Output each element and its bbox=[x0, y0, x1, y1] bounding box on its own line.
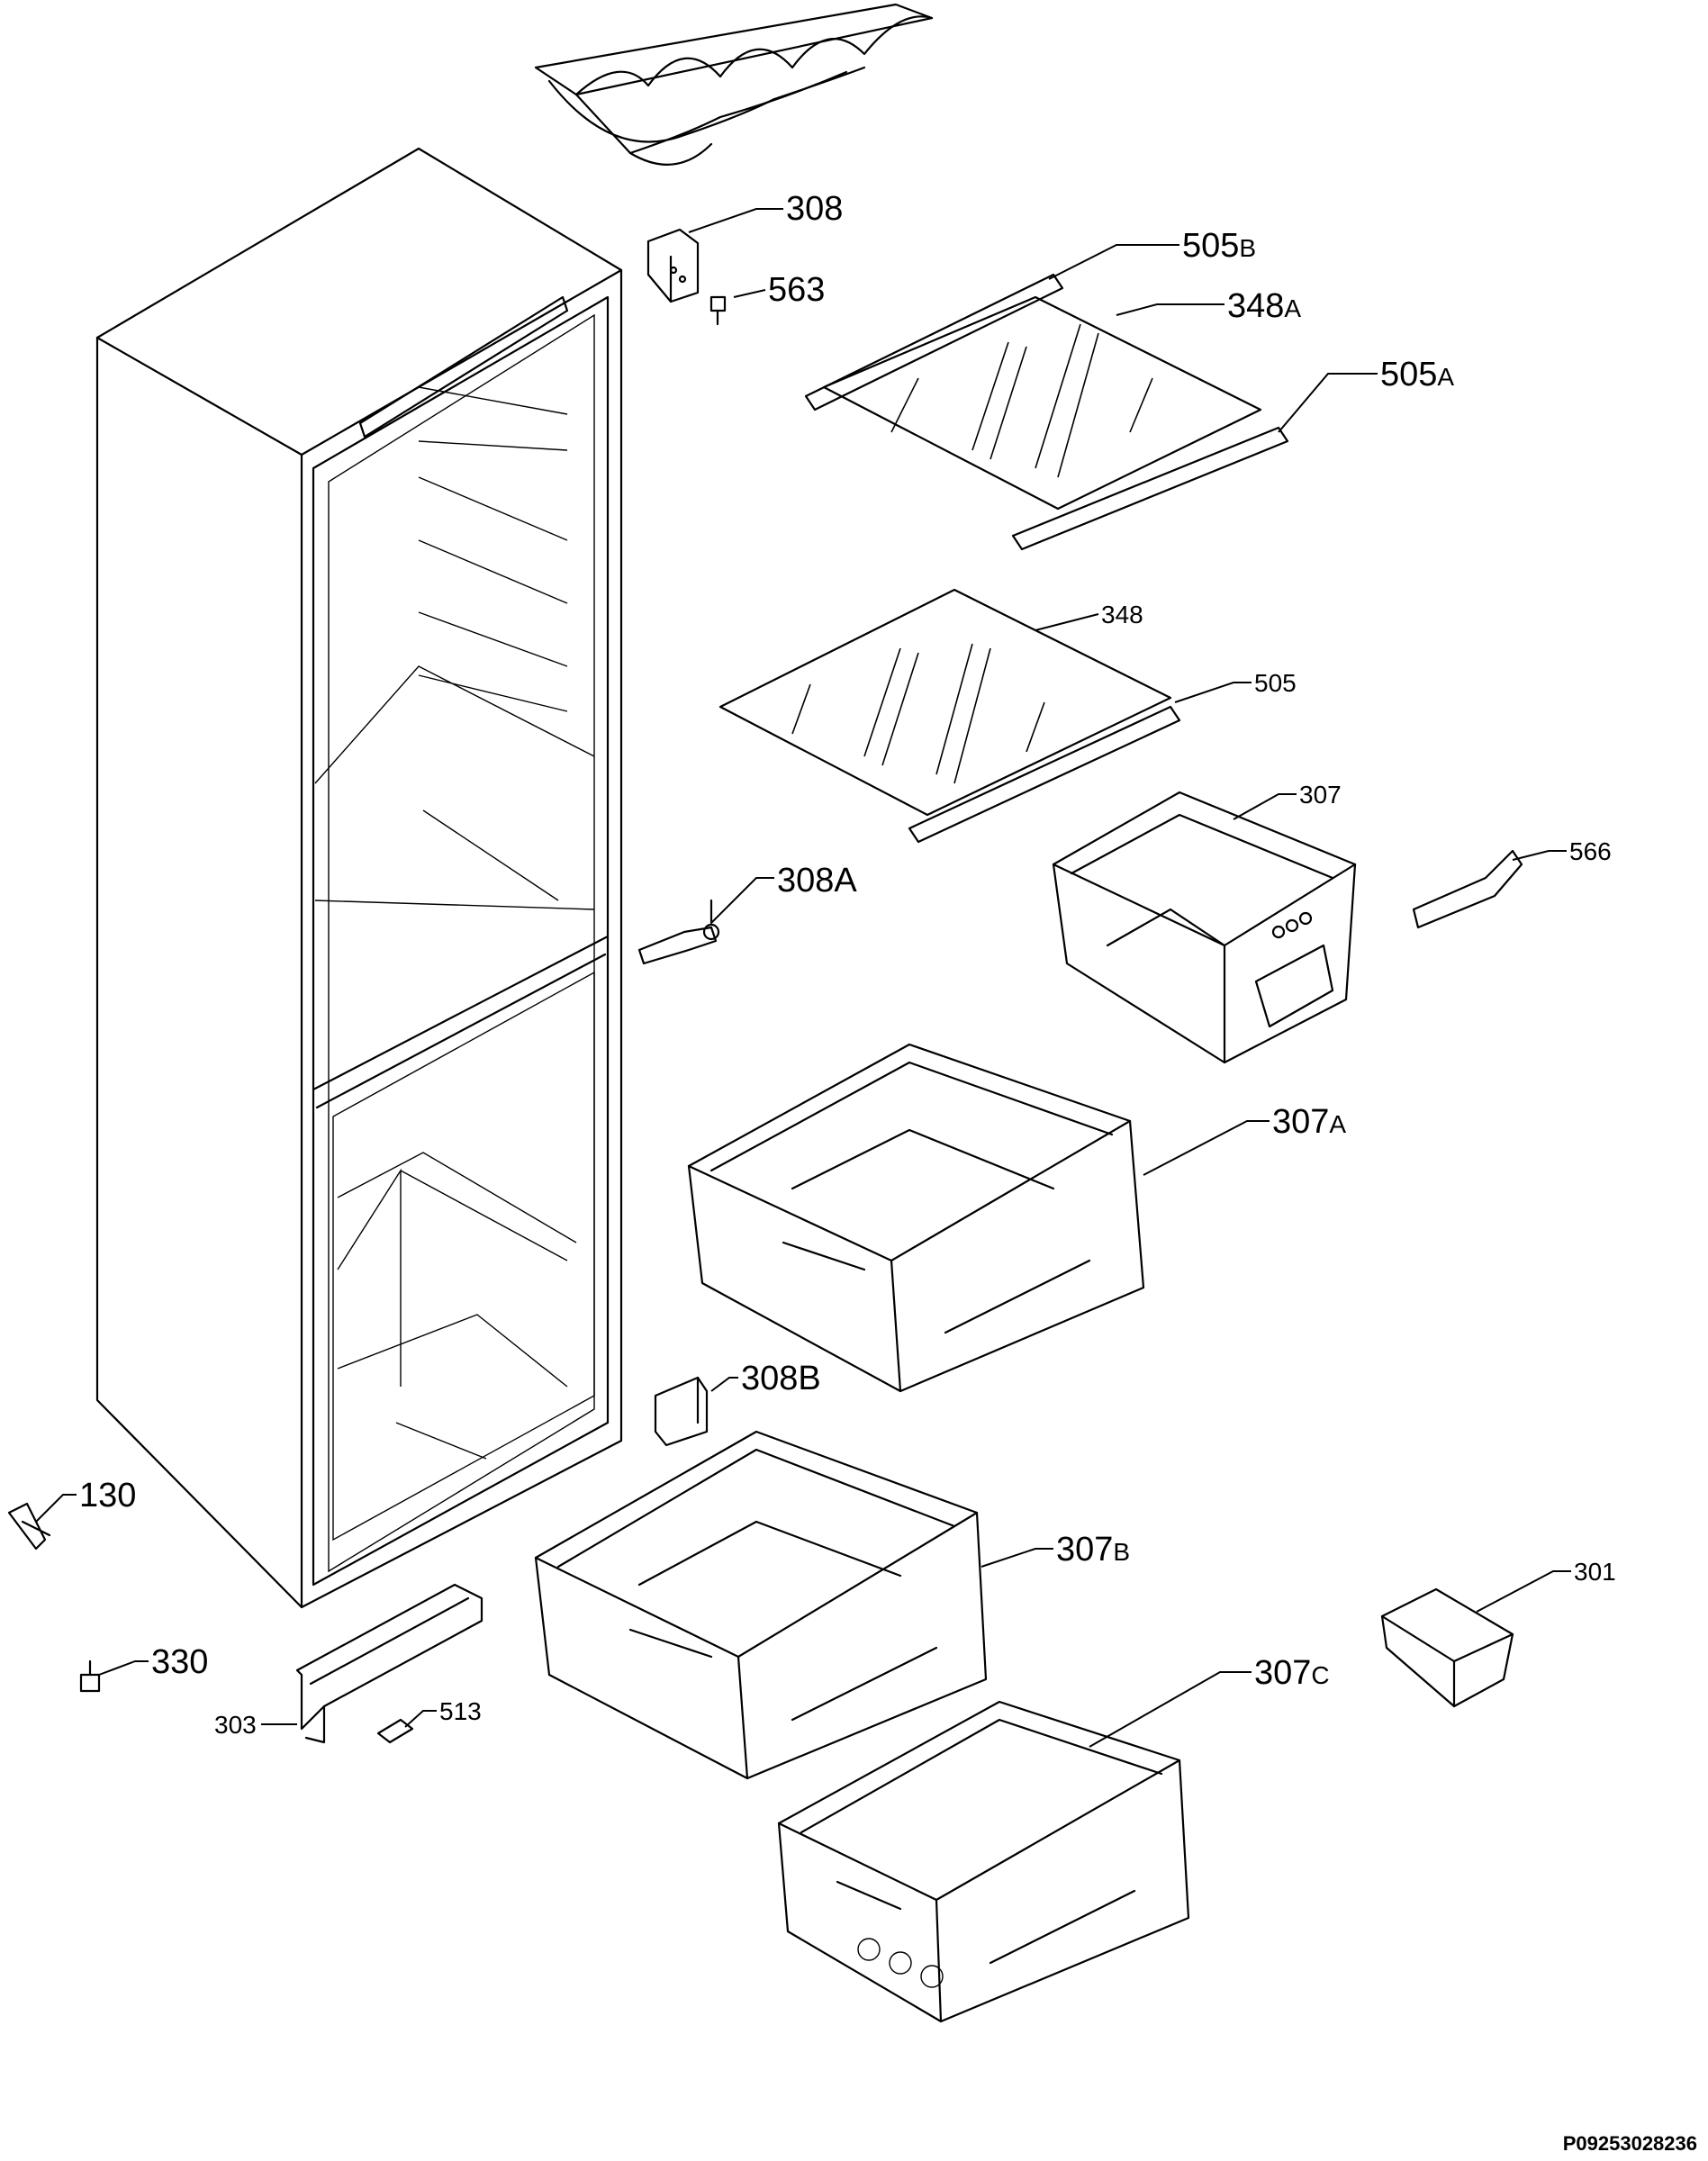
leader-lines bbox=[35, 208, 1571, 1748]
label-505b: 505B bbox=[1182, 227, 1256, 265]
label-130: 130 bbox=[79, 1477, 136, 1515]
label-505a: 505A bbox=[1380, 356, 1454, 393]
label-563: 563 bbox=[768, 271, 825, 309]
label-513: 513 bbox=[439, 1697, 482, 1725]
hinge-308b bbox=[654, 1376, 709, 1447]
freezer-drawer-307c bbox=[777, 1700, 1190, 2023]
label-303: 303 bbox=[214, 1711, 257, 1739]
label-308a: 308A bbox=[777, 862, 857, 900]
ice-tray-301 bbox=[1380, 1587, 1514, 1708]
foot-130 bbox=[7, 1502, 51, 1551]
part-566 bbox=[1412, 849, 1523, 929]
pin-563 bbox=[709, 295, 727, 326]
kickplate-303 bbox=[295, 1583, 483, 1744]
document-number: P09253028236 bbox=[1563, 2132, 1697, 2155]
label-307: 307 bbox=[1299, 781, 1342, 809]
screw-330 bbox=[79, 1659, 101, 1693]
crisper-307 bbox=[1052, 791, 1357, 1064]
fridge-cabinet bbox=[95, 147, 623, 1609]
label-505: 505 bbox=[1254, 669, 1297, 697]
label-307b: 307B bbox=[1056, 1531, 1130, 1569]
label-308: 308 bbox=[786, 190, 843, 228]
glass-shelf-348 bbox=[718, 588, 1181, 844]
label-566: 566 bbox=[1569, 837, 1612, 865]
glass-shelf-348a bbox=[804, 273, 1289, 551]
label-330: 330 bbox=[151, 1643, 208, 1681]
freezer-drawer-307a bbox=[687, 1043, 1145, 1393]
label-348a: 348A bbox=[1227, 287, 1301, 325]
freezer-drawer-307b bbox=[534, 1430, 988, 1780]
clip-513 bbox=[376, 1718, 414, 1744]
label-348: 348 bbox=[1101, 601, 1143, 628]
part-labels: 308 505B 563 348A 505A 348 505 307 566 3… bbox=[79, 190, 1616, 1739]
label-308b: 308B bbox=[741, 1360, 821, 1397]
wine-rack bbox=[534, 3, 934, 166]
label-307c: 307C bbox=[1254, 1654, 1330, 1692]
hinge-308 bbox=[646, 228, 700, 303]
label-301: 301 bbox=[1574, 1558, 1616, 1586]
hinge-308a bbox=[637, 899, 720, 965]
label-307a: 307A bbox=[1272, 1103, 1346, 1141]
